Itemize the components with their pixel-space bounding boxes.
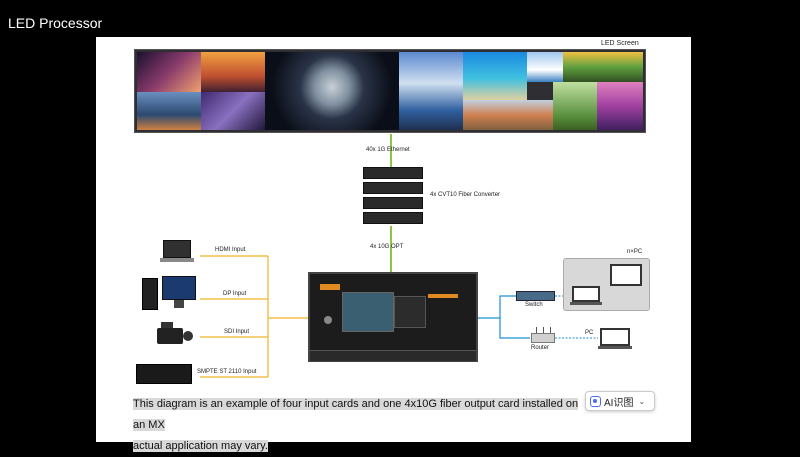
diagram-caption: This diagram is an example of four input… (133, 394, 589, 457)
power-knob-icon (324, 316, 332, 324)
hdmi-input-label: HDMI Input (215, 247, 246, 253)
smpte-input-label: SMPTE ST 2110 Input (197, 369, 257, 375)
caption-line-1: This diagram is an example of four input… (133, 398, 579, 431)
liberty-tile (597, 82, 643, 130)
beach-tile (463, 52, 527, 100)
video-camera-icon (155, 322, 195, 348)
coast-tile (137, 92, 201, 130)
network-switch-icon (516, 291, 555, 301)
dp-input-label: DP Input (223, 291, 247, 297)
laptop-icon (598, 328, 632, 350)
fiber-converter-stack (363, 167, 423, 226)
ethernet-label: 40x 1G Ethernet (366, 147, 410, 153)
led-screen-label: LED Screen (601, 40, 639, 47)
fiber-converter-unit (363, 197, 423, 209)
nebula-tile (201, 92, 265, 130)
caption-line-2: actual application may vary. (133, 440, 268, 452)
npc-label: n×PC (627, 249, 643, 255)
laptop-icon (570, 286, 602, 306)
fiber-converter-unit (363, 182, 423, 194)
city-tile (463, 100, 553, 130)
desktop-pc-icon (142, 276, 198, 310)
led-processor-device (308, 272, 478, 362)
iceberg-tile (527, 52, 563, 82)
led-screen (134, 49, 646, 133)
fiber-converter-unit (363, 212, 423, 224)
opt-label: 4x 10G OPT (370, 244, 404, 250)
fiber-converter-unit (363, 167, 423, 179)
fiber-converter-label: 4x CVT10 Fiber Converter (430, 192, 501, 198)
processor-to-switch-line (478, 295, 516, 319)
sunset-tile (201, 52, 265, 92)
coastal-town-tile (399, 52, 463, 130)
horse-tile (553, 82, 597, 130)
pc-label: PC (585, 330, 594, 336)
lake-tile (563, 52, 643, 82)
planet-tile (265, 52, 399, 130)
status-strip (428, 294, 458, 298)
sdi-input-label: SDI Input (224, 329, 250, 335)
ai-scan-icon (590, 395, 601, 407)
page-title: LED Processor (8, 15, 103, 31)
router-label: Router (531, 345, 550, 351)
control-keypad (394, 296, 426, 328)
processor-to-router-line (499, 318, 530, 339)
smpte-device-icon (136, 364, 192, 384)
laptop-icon (160, 240, 194, 264)
router-icon (531, 327, 555, 343)
ai-image-recognition-button[interactable]: AI识图 ⌄ (585, 391, 655, 411)
switch-label: Switch (525, 302, 543, 308)
brand-logo (320, 284, 340, 290)
control-panel-screen (342, 292, 394, 332)
monitor-icon (610, 264, 642, 286)
chevron-down-icon[interactable]: ⌄ (638, 396, 646, 406)
chassis-base (310, 350, 476, 361)
ai-button-label: AI识图 (604, 397, 634, 409)
galaxy-tile (137, 52, 201, 92)
